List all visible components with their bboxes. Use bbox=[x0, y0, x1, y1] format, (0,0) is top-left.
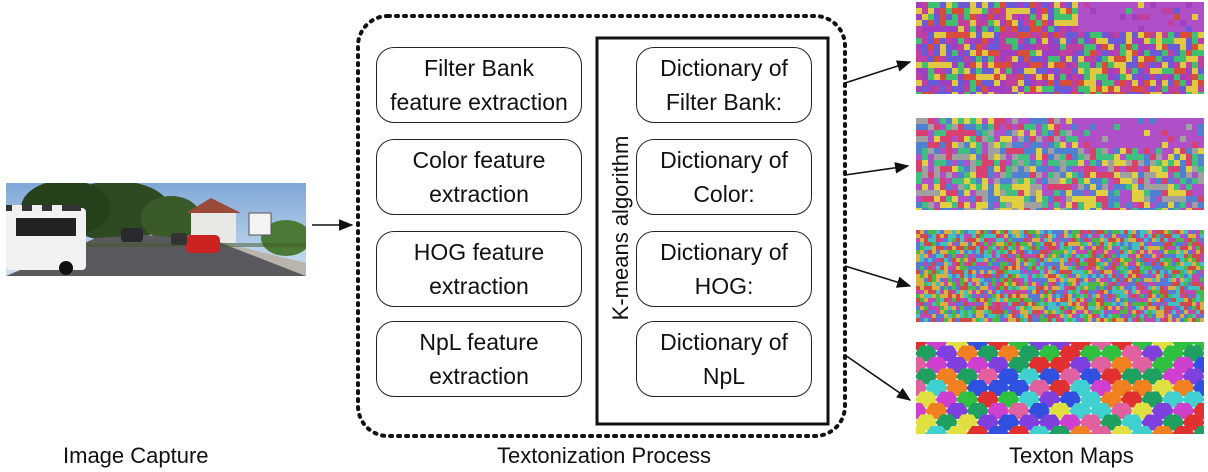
street-scene-photo bbox=[6, 183, 306, 276]
image-capture-caption: Image Capture bbox=[63, 443, 209, 468]
color-texton-map bbox=[916, 118, 1204, 210]
filter-bank-feature-box: Filter Bank feature extraction bbox=[376, 47, 582, 123]
output-arrow-2 bbox=[844, 162, 910, 176]
dictionary-color-box: Dictionary of Color: bbox=[636, 139, 812, 215]
filter-bank-texton-map bbox=[916, 2, 1204, 94]
color-feature-box: Color feature extraction bbox=[376, 139, 582, 215]
output-arrow-4 bbox=[844, 354, 912, 401]
hog-texton-map bbox=[916, 230, 1204, 322]
npl-texton-map bbox=[916, 342, 1204, 434]
texton-maps-caption: Texton Maps bbox=[1009, 443, 1134, 468]
textonization-caption: Textonization Process bbox=[497, 443, 711, 468]
dictionary-filter-bank-box: Dictionary of Filter Bank: bbox=[636, 47, 812, 123]
dictionary-npl-box: Dictionary of NpL bbox=[636, 321, 812, 397]
hog-feature-box: HOG feature extraction bbox=[376, 231, 582, 307]
kmeans-label: K-means algorithm bbox=[608, 135, 633, 321]
output-arrow-3 bbox=[844, 265, 912, 288]
output-arrow-1 bbox=[844, 60, 912, 84]
dictionary-hog-box: Dictionary of HOG: bbox=[636, 231, 812, 307]
npl-feature-box: NpL feature extraction bbox=[376, 321, 582, 397]
textonization-frame bbox=[356, 14, 847, 438]
kmeans-box bbox=[595, 36, 830, 426]
street-scene-image bbox=[6, 183, 306, 276]
